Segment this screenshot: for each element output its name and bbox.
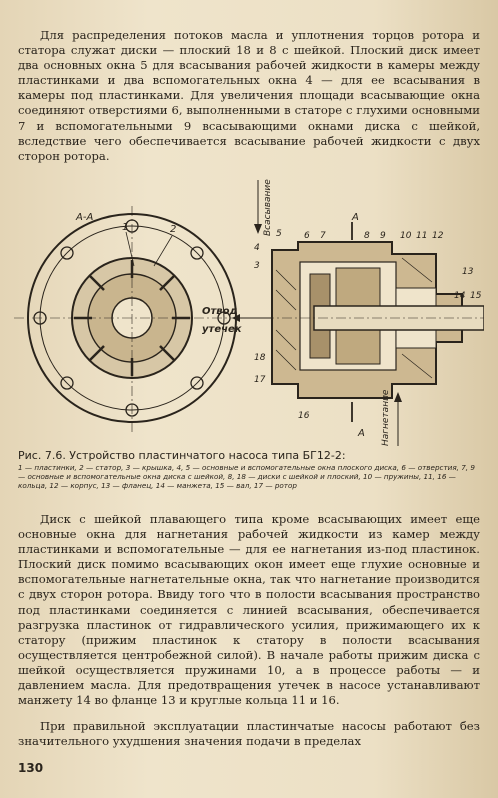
leak-label-line1: Отвод bbox=[202, 306, 238, 317]
section-label: А-А bbox=[75, 212, 93, 223]
callout-14: 14 bbox=[454, 291, 466, 301]
section-marker-bottom: А bbox=[357, 428, 365, 439]
section-marker-top: А bbox=[351, 212, 359, 223]
callout-6: 6 bbox=[304, 231, 310, 241]
callout-4: 4 bbox=[254, 243, 260, 253]
callout-11: 11 bbox=[416, 231, 427, 241]
figure-caption-legend: 1 — пластинки, 2 — статор, 3 — крышка, 4… bbox=[18, 463, 475, 490]
paragraph-operation: При правильной эксплуатации пластинчатые… bbox=[18, 719, 480, 749]
callout-5: 5 bbox=[276, 229, 282, 239]
callout-16: 16 bbox=[298, 411, 310, 421]
longitudinal-section: Всасывание А Отвод утеч bbox=[202, 179, 484, 446]
section-view-aa: А-А bbox=[14, 206, 250, 432]
callout-17: 17 bbox=[254, 375, 266, 385]
suction-arrow-label: Всасывание bbox=[263, 179, 273, 236]
callout-2: 2 bbox=[170, 224, 176, 235]
callout-12: 12 bbox=[432, 231, 444, 241]
page-number: 130 bbox=[18, 761, 44, 775]
callout-7: 7 bbox=[320, 231, 326, 241]
discharge-arrow-label: Нагнетание bbox=[381, 389, 391, 446]
callout-13: 13 bbox=[462, 267, 474, 277]
callout-15: 15 bbox=[470, 291, 482, 301]
leak-label-line2: утечек bbox=[202, 324, 242, 335]
figure-caption-title: Рис. 7.6. Устройство пластинчатого насос… bbox=[18, 449, 346, 462]
callout-10: 10 bbox=[400, 231, 412, 241]
callout-18: 18 bbox=[254, 353, 266, 363]
callout-3: 3 bbox=[254, 261, 260, 271]
paragraph-disks: Диск с шейкой плавающего типа кроме всас… bbox=[18, 512, 480, 708]
pump-drawing: А-А bbox=[14, 179, 484, 446]
paragraph-intro: Для распределения потоков масла и уплотн… bbox=[18, 28, 480, 163]
callout-9: 9 bbox=[380, 231, 386, 241]
callout-1: 1 bbox=[122, 222, 128, 233]
callout-8: 8 bbox=[364, 231, 370, 241]
